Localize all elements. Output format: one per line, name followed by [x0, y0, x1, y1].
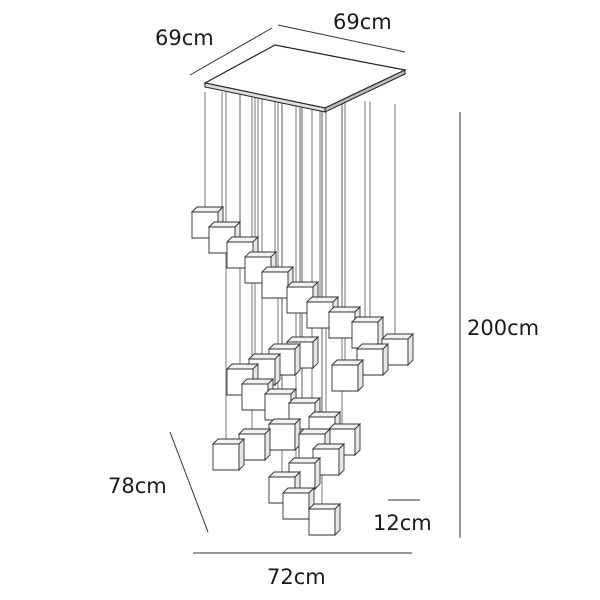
cube — [260, 265, 295, 300]
cube — [211, 437, 246, 472]
label-canopy-width: 69cm — [333, 10, 392, 34]
dim-line-canopy-width — [277, 24, 406, 53]
cube — [330, 358, 365, 393]
dim-line-canopy-depth — [189, 27, 273, 76]
cube — [267, 417, 302, 452]
label-total-height: 200cm — [467, 316, 540, 340]
label-cluster-width: 72cm — [267, 565, 326, 589]
cube — [355, 342, 390, 377]
dimension-lines — [169, 24, 461, 554]
label-cluster-depth: 78cm — [108, 474, 167, 498]
cube — [380, 332, 415, 367]
label-cube-height: 12cm — [373, 511, 432, 535]
label-canopy-depth: 69cm — [155, 26, 214, 50]
cube — [350, 315, 385, 350]
dim-line-cluster-depth — [169, 431, 209, 533]
cube-cluster — [190, 205, 415, 537]
cube — [237, 427, 272, 462]
cube — [307, 502, 342, 537]
canopy — [203, 44, 407, 113]
